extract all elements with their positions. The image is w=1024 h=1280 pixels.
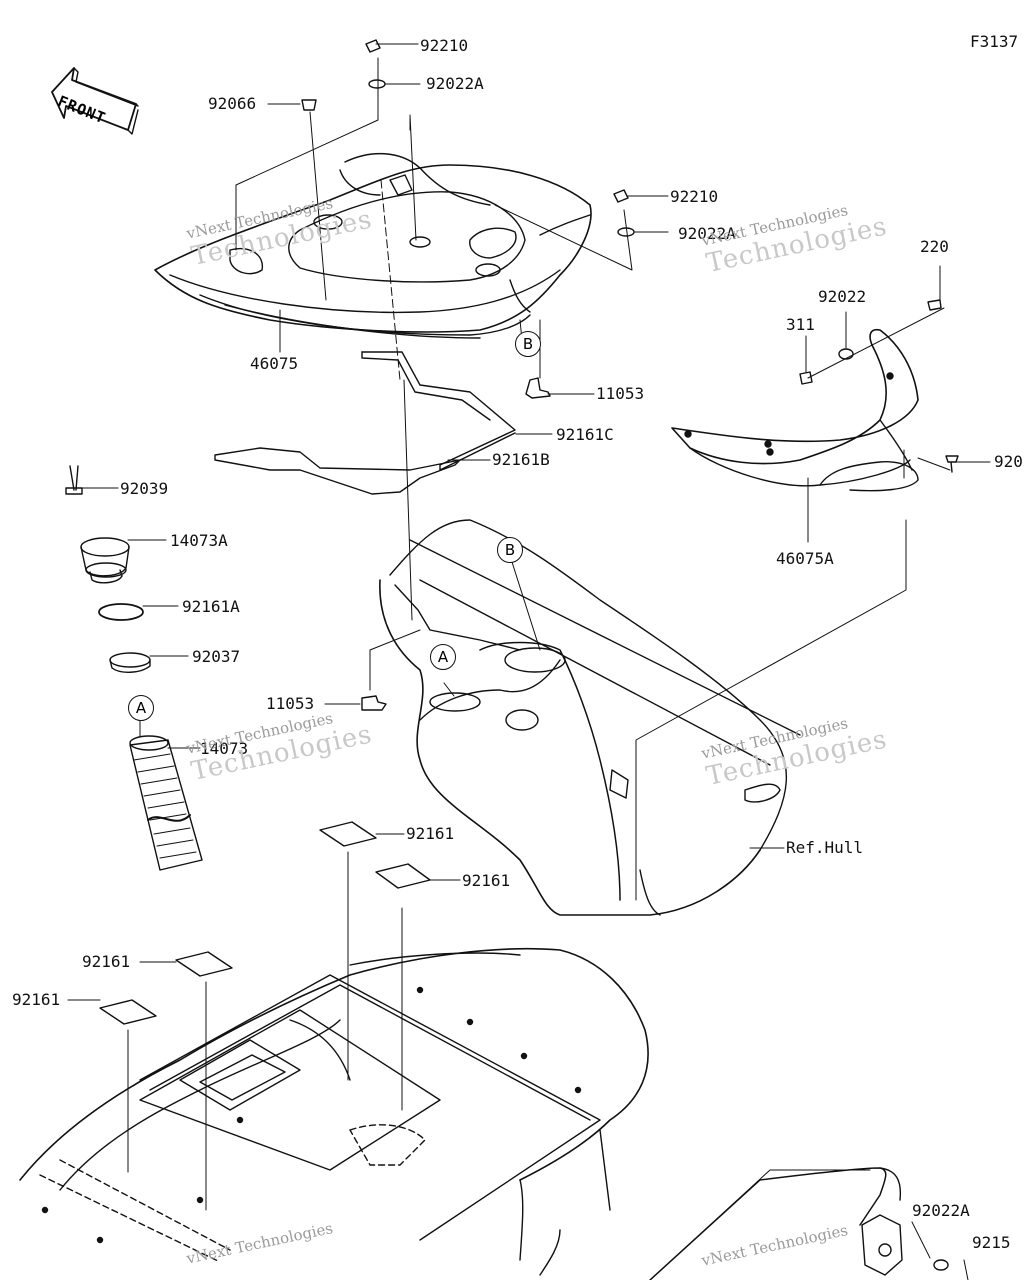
part-label-311: 311 [786, 315, 815, 334]
part-label-920-right: 920 [994, 452, 1023, 471]
part-label-92039: 92039 [120, 479, 169, 498]
part-label-9215-bottom: 9215 [972, 1233, 1011, 1252]
vent-hose-14073 [130, 736, 202, 870]
callout-a-hose: A [128, 695, 154, 721]
gasket-92161c [362, 352, 515, 470]
part-label-92161c: 92161C [556, 425, 614, 444]
callout-b-upper: B [515, 331, 541, 357]
clamp-92037 [110, 653, 150, 672]
part-label-46075: 46075 [250, 354, 299, 373]
part-label-92066: 92066 [208, 94, 257, 113]
part-label-14073a: 14073A [170, 531, 228, 550]
part-label-ref-hull: Ref.Hull [786, 838, 864, 857]
part-label-11053-top: 11053 [596, 384, 645, 403]
screw-92039 [66, 466, 82, 494]
rail-handle [650, 1168, 902, 1280]
part-label-11053-mid: 11053 [266, 694, 315, 713]
gasket-92161b [215, 448, 460, 494]
part-label-92161-3: 92161 [82, 952, 131, 971]
part-label-14073: 14073 [200, 739, 249, 758]
front-direction-arrow-icon [52, 68, 138, 134]
hull-reference [380, 520, 800, 915]
nut-92210-top-shape [366, 40, 380, 52]
figure-code: F3137 [970, 32, 1019, 51]
part-label-92022: 92022 [818, 287, 867, 306]
part-label-92022a-bottom: 92022A [912, 1201, 970, 1220]
part-label-92022a-mid: 92022A [678, 224, 736, 243]
part-label-92161-1: 92161 [406, 824, 455, 843]
part-label-92210-mid: 92210 [670, 187, 719, 206]
part-label-46075a: 46075A [776, 549, 834, 568]
callout-b-lower: B [497, 537, 523, 563]
fitting-14073a [81, 538, 129, 583]
oring-92161a [99, 604, 143, 620]
callout-a-hull: A [430, 644, 456, 670]
part-label-92210-top: 92210 [420, 36, 469, 55]
part-label-92161-4: 92161 [12, 990, 61, 1009]
part-label-92161-2: 92161 [462, 871, 511, 890]
deck-cover-46075 [155, 154, 591, 338]
part-label-92161a: 92161A [182, 597, 240, 616]
part-label-92037: 92037 [192, 647, 241, 666]
part-label-92022a-top: 92022A [426, 74, 484, 93]
part-label-220: 220 [920, 237, 949, 256]
front-cover-46075a [672, 330, 918, 491]
lower-hull [20, 949, 648, 1275]
part-label-92161b: 92161B [492, 450, 550, 469]
